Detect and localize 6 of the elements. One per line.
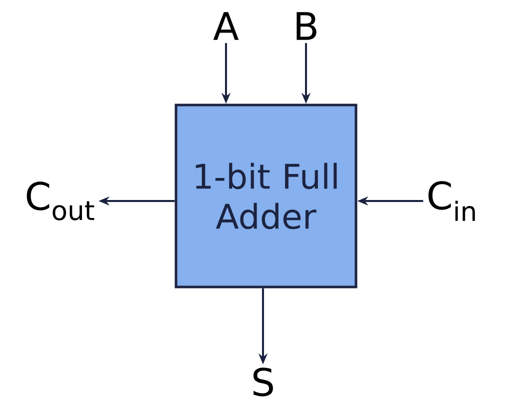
adder-box: 1-bit Full Adder: [174, 104, 358, 288]
port-label: S: [253, 368, 273, 396]
port-label: B: [296, 12, 316, 40]
port-label: C$_{in}$: [428, 181, 475, 221]
port-label: C$_{out}$: [26, 182, 94, 220]
port-label: A: [213, 12, 239, 40]
